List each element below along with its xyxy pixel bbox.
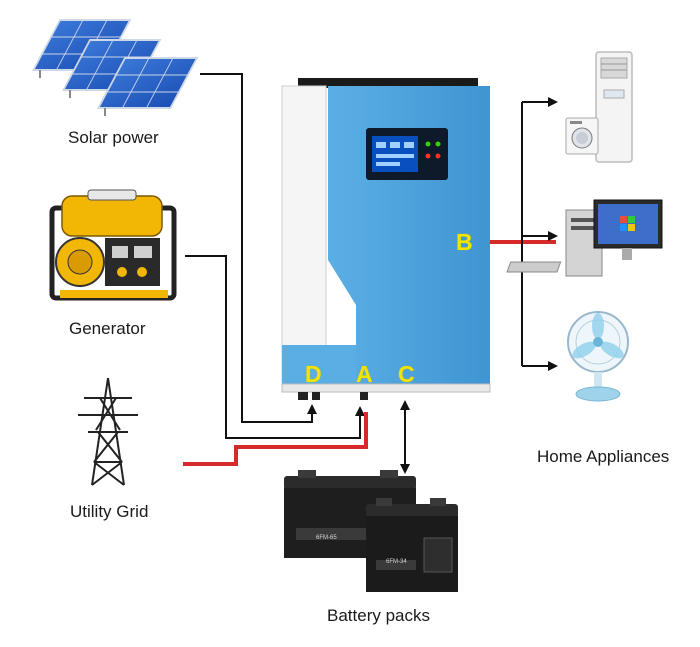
port-label-b: B — [456, 229, 473, 255]
battery-icon — [366, 498, 458, 592]
desktop-computer-icon — [506, 199, 663, 277]
home-appliances-label: Home Appliances — [537, 447, 670, 466]
solar-panel-icon — [31, 19, 199, 116]
transmission-tower-icon — [78, 377, 138, 486]
battery-model-1: 6FM-65 — [316, 535, 337, 541]
air-conditioner-icon — [595, 51, 633, 163]
port-label-c: C — [398, 361, 415, 387]
port-label-a: A — [356, 361, 373, 387]
battery-packs-label: Battery packs — [327, 606, 430, 625]
wire-generator — [185, 255, 365, 439]
wire-solar — [200, 73, 317, 423]
generator-icon — [49, 189, 177, 301]
generator-label: Generator — [69, 319, 146, 338]
wire-grid — [183, 412, 368, 466]
battery-model-2: 6FM-34 — [386, 559, 407, 565]
electric-fan-icon — [567, 311, 629, 402]
washing-machine-icon — [565, 117, 599, 155]
port-label-d: D — [305, 361, 322, 387]
inverter-icon — [281, 78, 491, 400]
solar-power-label: Solar power — [68, 128, 159, 147]
utility-grid-label: Utility Grid — [70, 502, 149, 521]
